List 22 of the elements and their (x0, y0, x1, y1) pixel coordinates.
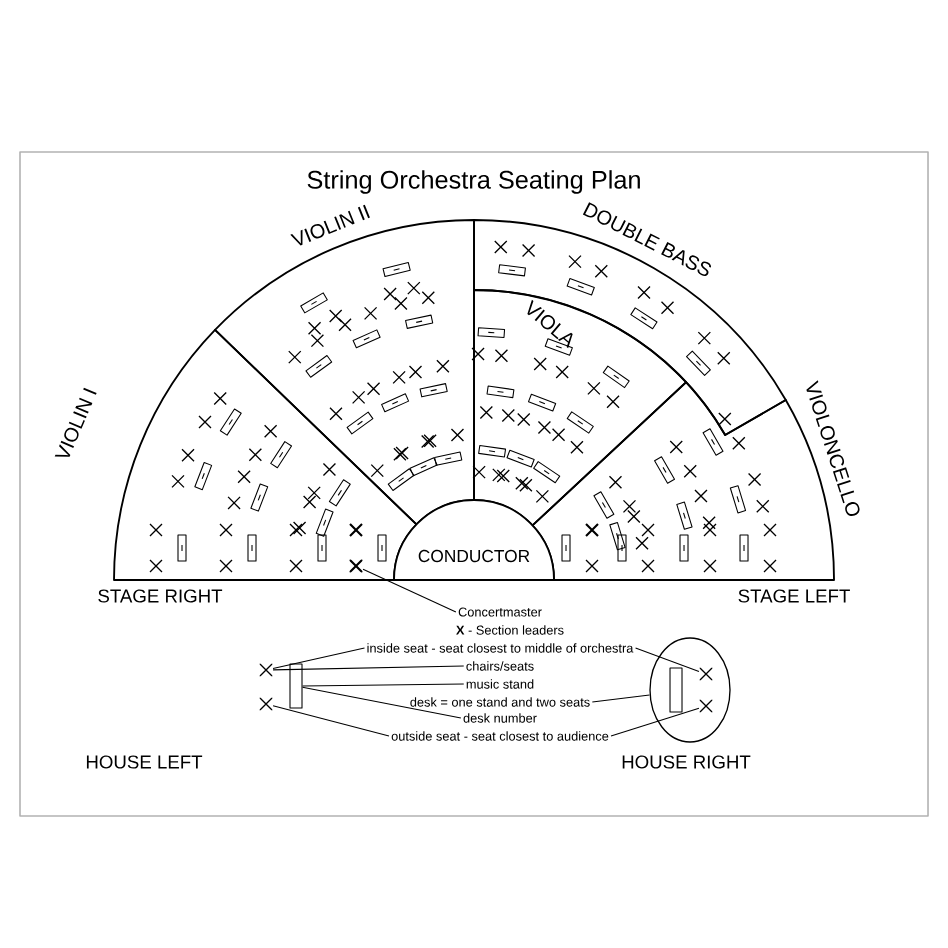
leader-line (272, 705, 390, 737)
leader-line (362, 568, 457, 613)
seat-mark (259, 663, 273, 677)
desk-outline (649, 637, 731, 743)
leader-line (302, 683, 465, 687)
music-stand (669, 667, 683, 713)
seat-mark (699, 699, 713, 713)
seat-mark (699, 667, 713, 681)
stage-label: STAGE RIGHT (98, 589, 223, 603)
leader-line (272, 647, 365, 669)
leader-line (635, 647, 700, 672)
stage-label: HOUSE LEFT (86, 755, 203, 769)
leader-line (302, 686, 462, 719)
seat-mark (259, 697, 273, 711)
leader-line (610, 707, 700, 737)
stage-label: HOUSE RIGHT (622, 755, 751, 769)
title: String Orchestra Seating Plan (307, 170, 640, 194)
leader-line (272, 665, 465, 671)
conductor-podium: CONDUCTOR (393, 499, 555, 581)
seat-mark (349, 559, 363, 573)
leader-line (591, 694, 651, 703)
music-stand (289, 663, 303, 709)
